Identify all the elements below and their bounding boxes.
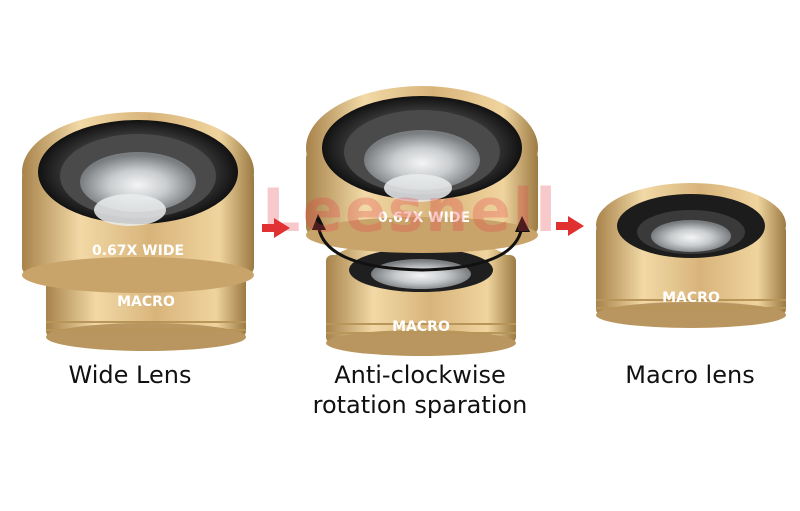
rotation-caption-line1: Anti-clockwise xyxy=(334,361,506,389)
macro-lens xyxy=(596,183,786,328)
rotation-caption: Anti-clockwise rotation sparation xyxy=(300,360,540,420)
arrow-right-icon xyxy=(556,216,584,236)
macro-engraving-middle: MACRO xyxy=(392,319,450,335)
macro-engraving-right: MACRO xyxy=(662,290,720,306)
rotation-caption-line2: rotation sparation xyxy=(312,391,528,419)
macro-engraving-left: MACRO xyxy=(117,294,175,310)
arrow-right-icon xyxy=(262,218,290,238)
wide-lens-caption: Wide Lens xyxy=(68,361,192,389)
wide-engraving-middle: 0.67X WIDE xyxy=(378,210,470,226)
wide-lens-assembly xyxy=(22,112,254,351)
wide-engraving: 0.67X WIDE xyxy=(92,243,184,259)
separating-lens-assembly xyxy=(306,86,538,356)
watermark: Leesnell xyxy=(262,176,558,246)
macro-lens-caption: Macro lens xyxy=(625,361,755,389)
